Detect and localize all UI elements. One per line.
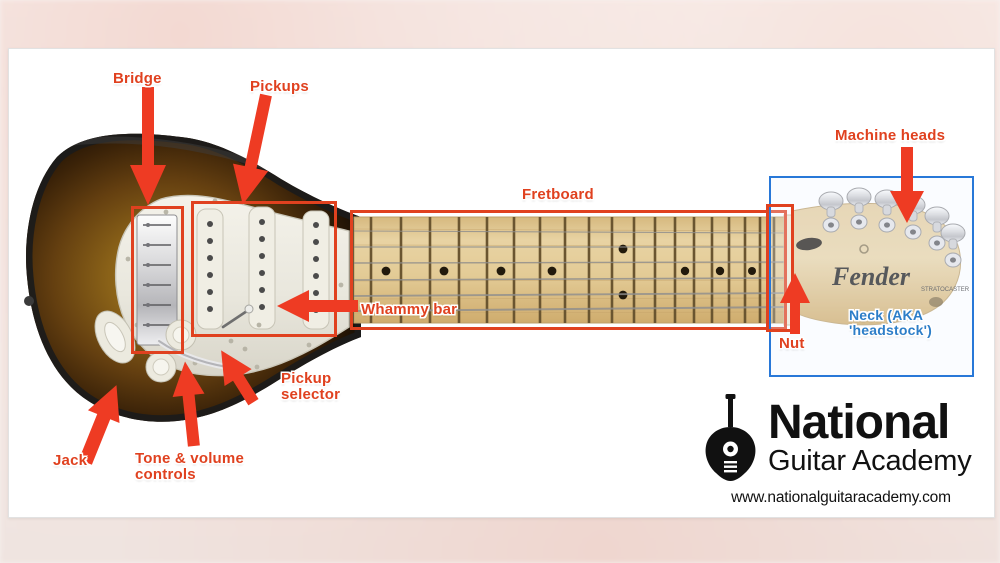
tone-volume-knobs (145, 319, 197, 383)
machine-heads-arrow (889, 147, 925, 225)
nut-arrow (779, 273, 811, 335)
pickups (196, 206, 330, 330)
nut-callout-box (766, 204, 794, 332)
whammy-bar-arrow (277, 289, 359, 323)
label-whammy-bar: Whammy bar (361, 301, 458, 318)
label-pickups: Pickups (250, 78, 309, 95)
headstock-brand: Fender (831, 262, 911, 291)
logo-line-1: National (768, 396, 950, 450)
acoustic-guitar-icon (705, 394, 756, 481)
bridge-callout-box (131, 206, 184, 354)
neck-and-fretboard (353, 216, 788, 324)
output-jack (94, 310, 136, 364)
pickups-arrow (224, 91, 285, 210)
label-pickup-selector: Pickup selector (281, 370, 341, 404)
svg-text:STRATOCASTER: STRATOCASTER (921, 287, 970, 293)
label-neck: Neck (AKA 'headstock') (849, 307, 932, 339)
national-guitar-academy-logo: National Guitar Academy www.nationalguit… (700, 393, 982, 511)
diagram-card: Fender STRATOCASTER (8, 48, 995, 518)
logo-line-2: Guitar Academy (768, 445, 972, 478)
label-machine-heads: Machine heads (835, 127, 946, 144)
diagram-stage: Fender STRATOCASTER (9, 49, 994, 517)
headstock: Fender STRATOCASTER (791, 187, 970, 326)
label-tone-volume: Tone & volume controls (135, 450, 244, 484)
strap-button (24, 296, 34, 306)
bridge-arrow (129, 87, 167, 207)
label-jack: Jack (53, 452, 88, 469)
jack-arrow (68, 378, 133, 469)
label-fretboard: Fretboard (522, 186, 594, 203)
logo-website: www.nationalguitaracademy.com (731, 489, 951, 506)
pickup-selector-switch (221, 304, 262, 352)
pickups-callout-box (191, 201, 337, 337)
tone-volume-arrow (168, 360, 211, 449)
label-nut: Nut (779, 335, 805, 352)
machine-heads (818, 187, 966, 268)
fretboard-callout-box (350, 210, 787, 330)
label-bridge: Bridge (113, 70, 162, 87)
neck-callout-box (769, 176, 974, 377)
pickup-selector-arrow (207, 341, 269, 412)
